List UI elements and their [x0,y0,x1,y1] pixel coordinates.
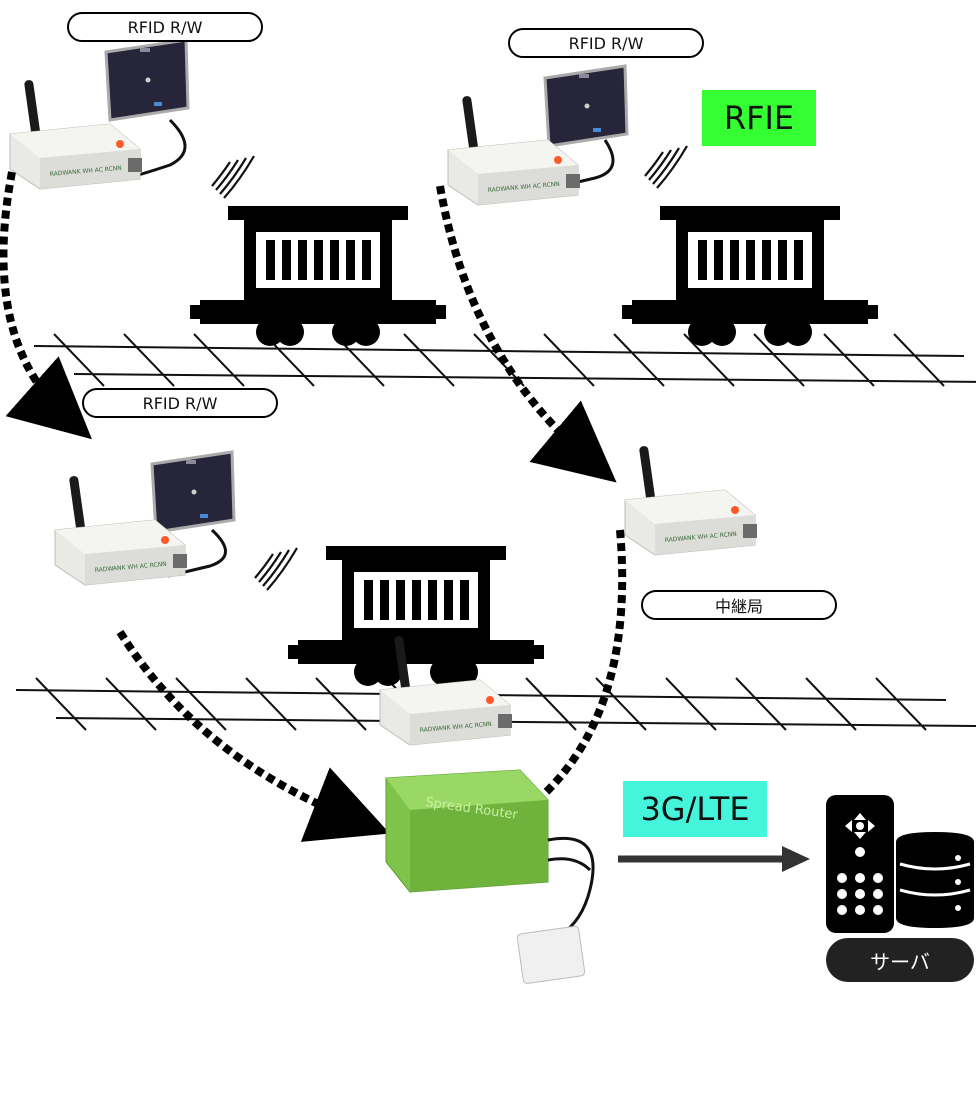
rfid-reader-panel [543,64,629,148]
server-label-text: サーバ [870,949,930,974]
freight-car-icon [622,206,878,346]
arrow-icon [116,629,390,842]
rfid-reader-label-top-right: RFID R/W [508,28,704,58]
arrow-icon [782,846,810,872]
rfie-tag: RFIE [702,90,816,146]
network-tag: 3G/LTE [623,781,767,837]
relay-station-device [624,445,758,556]
remote-control-icon [826,795,894,933]
rfid-reader-label-top-left: RFID R/W [67,12,263,42]
freight-car-icon [288,546,544,686]
relay-station-label: 中継局 [641,590,837,620]
signal-waves-icon [643,144,689,190]
arrow-icon [0,171,92,440]
rfid-reader-label-text: RFID R/W [127,17,203,37]
relay-station-label-text: 中継局 [714,597,763,616]
database-icon [896,832,974,928]
rfid-reader-label-text: RFID R/W [568,33,644,53]
arrow-icon [436,185,617,483]
network-tag-text: 3G/LTE [640,790,750,828]
rfid-reader-panel [150,450,236,534]
server-label: サーバ [826,938,974,982]
rfid-reader-label-text: RFID R/W [142,393,218,413]
freight-car-icon [190,206,446,346]
rfie-tag-text: RFIE [723,99,795,137]
spread-router: Spread Router [385,769,595,984]
signal-waves-icon [210,154,256,200]
signal-waves-icon [253,546,299,592]
rfid-reader-label-middle: RFID R/W [82,388,278,418]
rfid-reader-panel [104,38,190,122]
